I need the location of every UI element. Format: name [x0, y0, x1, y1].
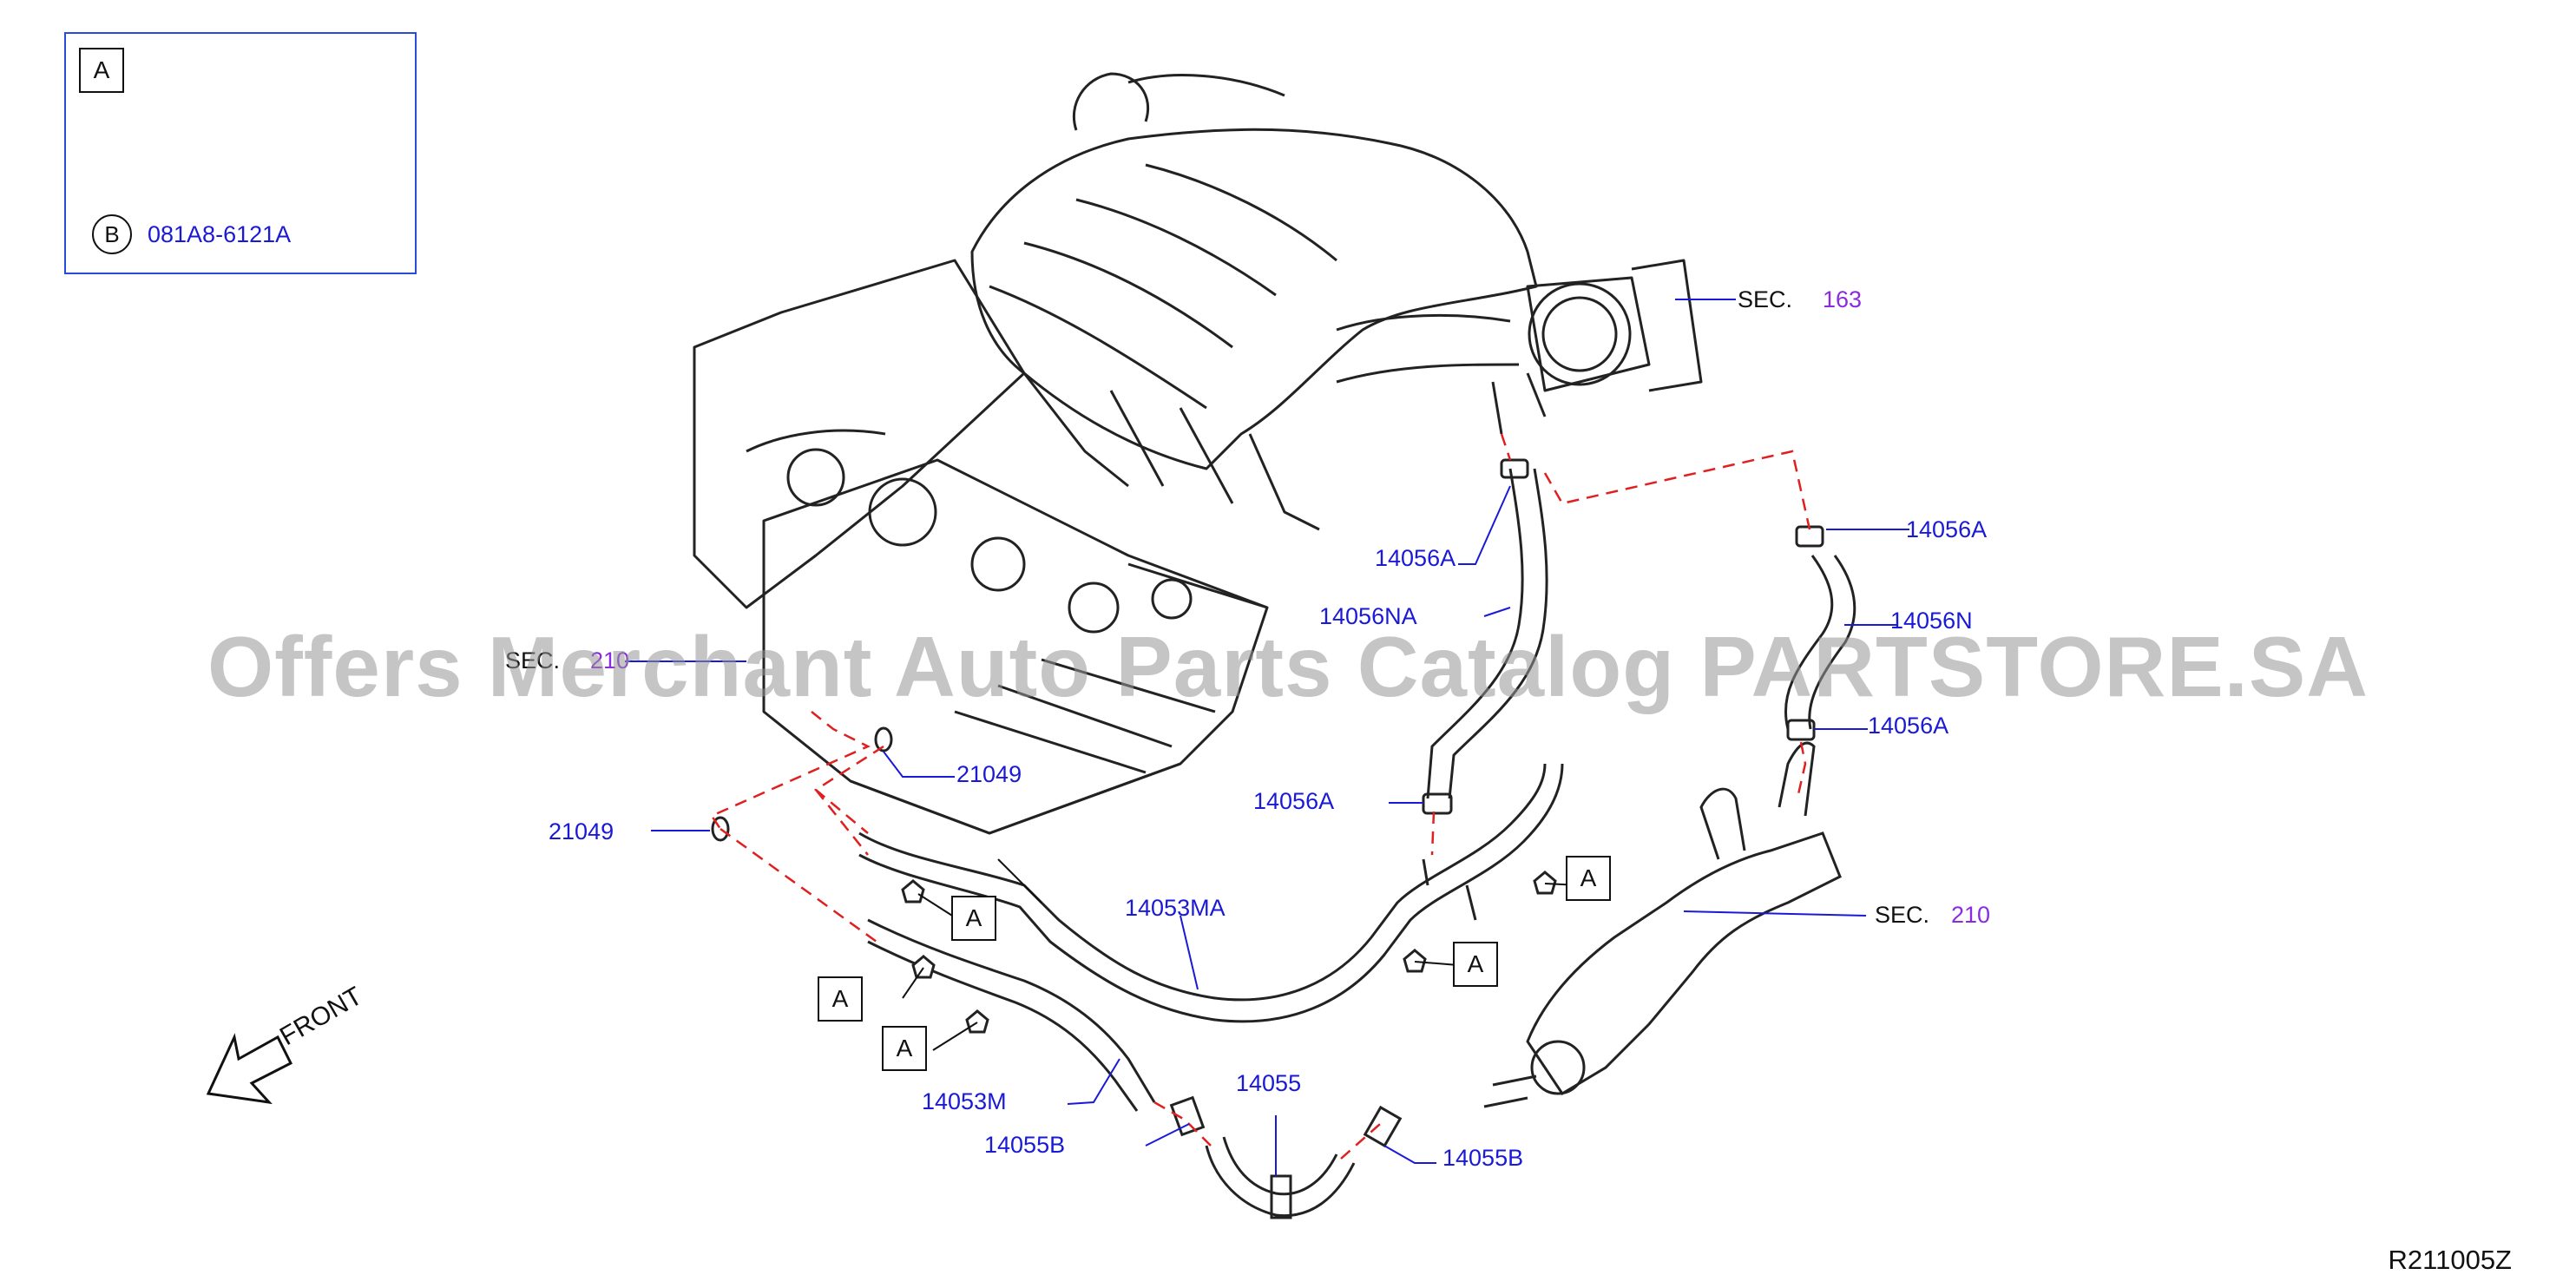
part-14055B-left: 14055B — [984, 1132, 1066, 1158]
sec-210-left-label: SEC. — [505, 647, 561, 674]
part-14056A-left-upper: 14056A — [1375, 545, 1456, 571]
sec-163-number: 163 — [1823, 286, 1863, 312]
inset-part-number: 081A8-6121A — [148, 221, 292, 247]
sec-210-right-number: 210 — [1951, 902, 1991, 928]
sec-210-right-label: SEC. — [1875, 902, 1930, 928]
bolt-tag-a: A — [882, 1026, 927, 1071]
diagram-id: R211005Z — [2388, 1245, 2512, 1275]
bolt-tag-a: A — [1566, 856, 1611, 901]
bolt-icon — [1403, 949, 1427, 973]
bolt-icon — [965, 1009, 989, 1034]
bolt-icon — [1533, 871, 1557, 895]
part-21049-upper: 21049 — [956, 761, 1022, 787]
part-14053MA: 14053MA — [1125, 895, 1226, 921]
sec-163-label: SEC. — [1738, 286, 1793, 312]
part-14055: 14055 — [1236, 1070, 1302, 1096]
leader-lines — [625, 299, 1909, 1176]
inset-box-letter: A — [79, 48, 124, 93]
assembly-lines — [710, 433, 1811, 1160]
part-14056N: 14056N — [1890, 608, 1973, 634]
coolant-pipes — [858, 458, 1856, 1219]
part-14053M: 14053M — [922, 1088, 1007, 1114]
engine-assembly — [693, 72, 1703, 835]
o-ring-upper — [874, 726, 893, 752]
part-14055B-right: 14055B — [1442, 1145, 1524, 1171]
inset-circle-letter: B — [92, 214, 132, 254]
bolt-icon — [911, 955, 936, 979]
part-21049-lower: 21049 — [549, 818, 614, 844]
bolt-tag-a: A — [951, 896, 996, 941]
part-14056A-left-lower: 14056A — [1253, 788, 1335, 814]
bolts — [711, 726, 1557, 1034]
part-14056A-upper-right: 14056A — [1906, 516, 1988, 542]
part-14056NA: 14056NA — [1319, 603, 1417, 629]
fastener-inset: A B 081A8-6121A — [64, 32, 417, 274]
part-14056A-right-lower: 14056A — [1868, 713, 1949, 739]
bolt-tag-a: A — [818, 976, 863, 1022]
bolt-tag-a: A — [1453, 942, 1498, 987]
a-tag-leaders — [902, 858, 1580, 1051]
sec-210-left-number: 210 — [590, 647, 630, 674]
watermark: Offers Merchant Auto Parts Catalog PARTS… — [207, 619, 2369, 714]
bolt-icon — [901, 879, 925, 904]
front-arrow-icon — [206, 1033, 293, 1105]
